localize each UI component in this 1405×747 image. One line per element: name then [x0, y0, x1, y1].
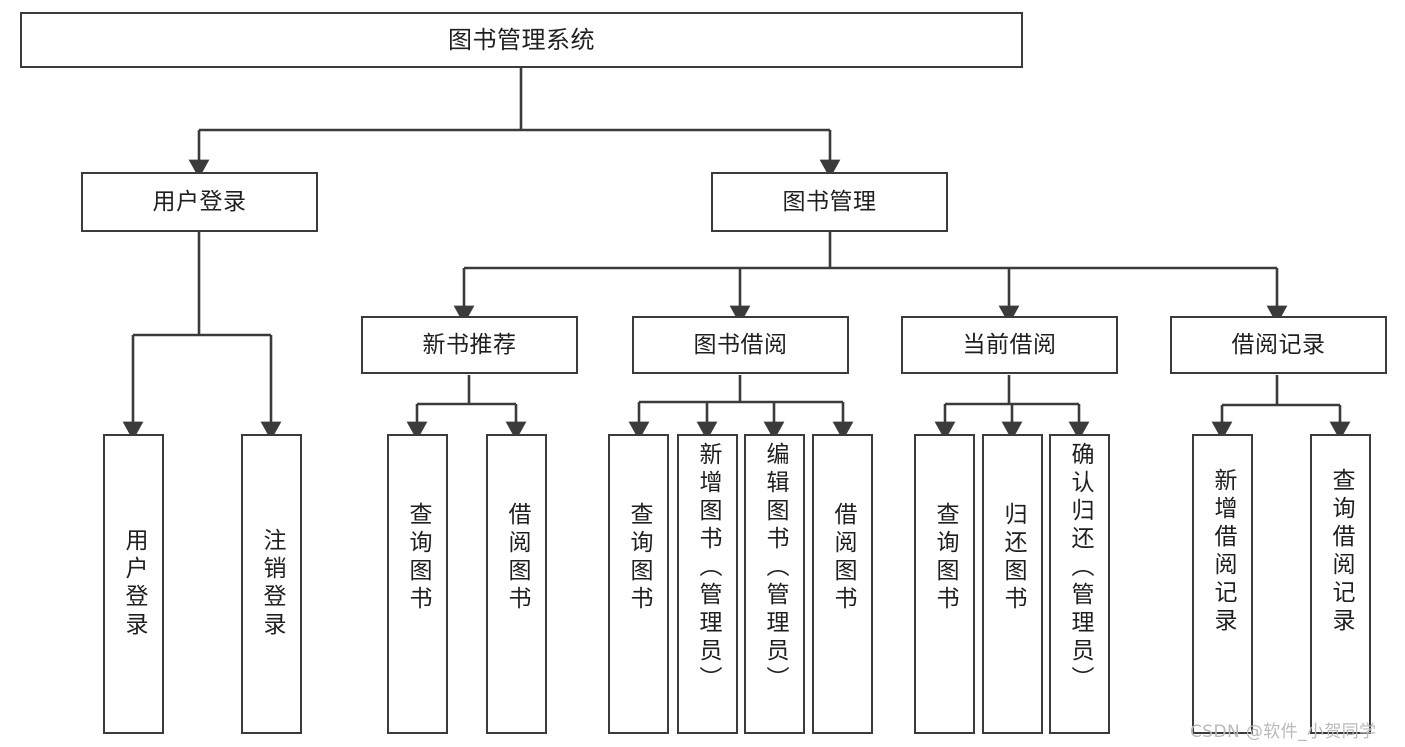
leaf-new-book-query-book[interactable]: 查询图书: [387, 434, 448, 734]
leaf-record-query-record[interactable]: 查询借阅记录: [1310, 434, 1371, 734]
node-label: 用户登录: [121, 528, 147, 640]
node-book-management[interactable]: 图书管理: [711, 172, 948, 232]
leaf-record-add-record[interactable]: 新增借阅记录: [1192, 434, 1253, 734]
node-label: 新书推荐: [422, 331, 517, 358]
node-new-book-recommendation[interactable]: 新书推荐: [361, 316, 578, 374]
node-label: 图书管理系统: [448, 26, 595, 54]
leaf-new-book-borrow-book[interactable]: 借阅图书: [486, 434, 547, 734]
node-label: 归还图书: [1000, 502, 1026, 614]
node-book-borrowing[interactable]: 图书借阅: [632, 316, 849, 374]
node-label: 确认归还（管理员）: [1067, 442, 1093, 694]
node-label: 图书借阅: [693, 331, 788, 358]
node-label: 借阅图书: [504, 502, 530, 614]
node-label: 查询图书: [626, 502, 652, 614]
leaf-borrow-borrow-book[interactable]: 借阅图书: [812, 434, 873, 734]
node-label: 编辑图书（管理员）: [762, 442, 788, 694]
leaf-user-login-logout[interactable]: 注销登录: [241, 434, 302, 734]
leaf-current-return-book[interactable]: 归还图书: [982, 434, 1043, 734]
leaf-borrow-add-book-admin[interactable]: 新增图书（管理员）: [677, 434, 738, 734]
leaf-current-query-book[interactable]: 查询图书: [914, 434, 975, 734]
node-root-book-management-system[interactable]: 图书管理系统: [20, 12, 1023, 68]
node-label: 查询图书: [932, 502, 958, 614]
node-label: 新增图书（管理员）: [695, 442, 721, 694]
node-label: 借阅图书: [830, 502, 856, 614]
node-label: 查询借阅记录: [1328, 468, 1354, 636]
node-user-login[interactable]: 用户登录: [81, 172, 318, 232]
leaf-current-confirm-return-admin[interactable]: 确认归还（管理员）: [1049, 434, 1110, 734]
node-label: 当前借阅: [962, 331, 1057, 358]
node-label: 图书管理: [782, 188, 877, 215]
node-label: 借阅记录: [1231, 331, 1326, 358]
leaf-user-login-login[interactable]: 用户登录: [103, 434, 164, 734]
node-label: 新增借阅记录: [1210, 468, 1236, 636]
csdn-watermark: CSDN @软件_小贺同学: [1190, 722, 1377, 742]
node-label: 注销登录: [259, 528, 285, 640]
node-current-borrowing[interactable]: 当前借阅: [901, 316, 1118, 374]
leaf-borrow-query-book[interactable]: 查询图书: [608, 434, 669, 734]
node-borrowing-record[interactable]: 借阅记录: [1170, 316, 1387, 374]
node-label: 用户登录: [152, 188, 247, 215]
leaf-borrow-edit-book-admin[interactable]: 编辑图书（管理员）: [744, 434, 805, 734]
node-label: 查询图书: [405, 502, 431, 614]
